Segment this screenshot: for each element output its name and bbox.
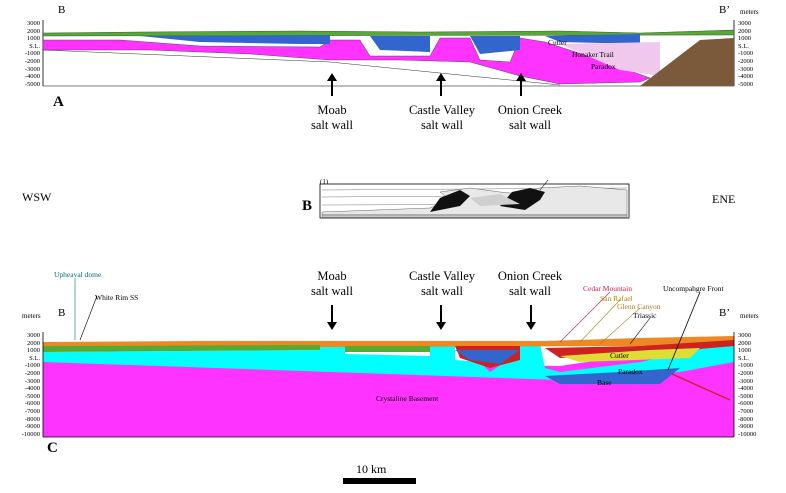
panel-a-arrow-castle — [436, 73, 446, 96]
panel-a-right-end: B’ — [719, 4, 730, 16]
panel-c-arrow-castle — [436, 305, 446, 330]
panel-a-arrow-onion — [516, 73, 526, 96]
panel-c-fm-cutler: Cutler — [610, 351, 629, 360]
panel-b-schematic — [319, 179, 630, 219]
panel-c-right-end: B’ — [719, 307, 730, 319]
panel-a-cross-section — [42, 20, 735, 87]
panel-a-fm-cutler: Cutler — [548, 38, 567, 47]
panel-c-left-end: B — [58, 307, 66, 319]
panel-c-fm-cedar: Cedar Mountain — [583, 284, 632, 293]
panel-c-fm-glen: Glenn Canyon — [617, 302, 661, 311]
panel-c-fm-triassic: Triassic — [633, 311, 657, 320]
panel-c-fm-base: Base — [597, 378, 612, 387]
scale-bar-label: 10 km — [356, 462, 387, 476]
panel-a-fm-honaker: Honaker Trail — [572, 50, 614, 59]
panel-b-right-dir: ENE — [712, 192, 736, 206]
panel-c-white-rim: White Rim SS — [95, 293, 139, 302]
panel-a-left-end: B — [58, 4, 66, 16]
panel-c-arrow-onion — [526, 305, 536, 330]
panel-b-index: (1) — [320, 178, 329, 186]
panel-a-units: meters — [740, 8, 759, 16]
panel-c-upheaval: Upheaval dome — [54, 270, 102, 279]
panel-c-arrow-moab — [327, 305, 337, 330]
panel-c-fm-sanrafael: San Rafael — [600, 294, 633, 303]
panel-c-fm-paradox: Paradox — [618, 367, 643, 376]
panel-b-letter: B — [302, 198, 313, 214]
panel-a-fm-paradox: Paradox — [591, 62, 616, 71]
panel-b-left-dir: WSW — [22, 190, 52, 204]
panel-a-arrow-moab — [327, 73, 337, 96]
panel-c-basement: Crystaline Basement — [376, 394, 439, 403]
panel-c-letter: C — [47, 440, 58, 456]
panel-a-letter: A — [53, 94, 64, 110]
panel-c-units-right: meters — [740, 312, 759, 320]
panel-c-uncompahgre: Uncompahgre Front — [663, 284, 724, 293]
panel-c-units-left: meters — [22, 312, 41, 320]
